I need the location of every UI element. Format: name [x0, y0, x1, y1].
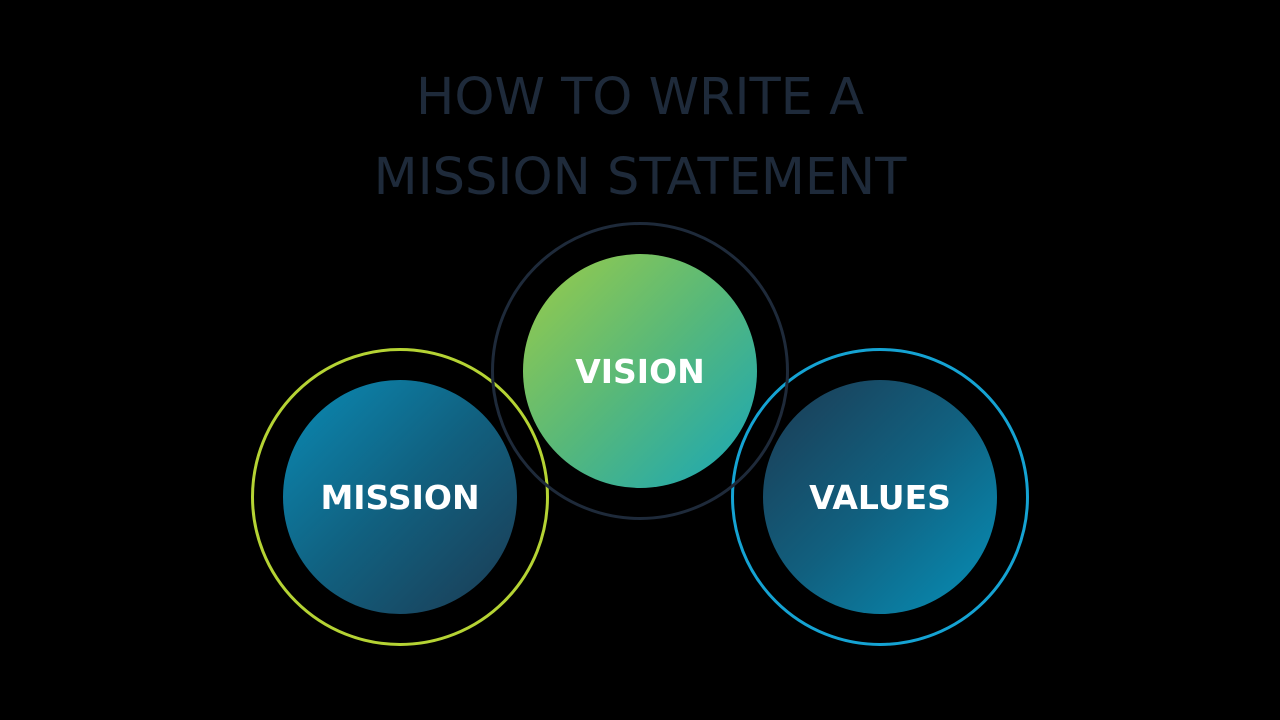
mission-outer-ring — [251, 348, 549, 646]
vision-circle: VISION — [523, 254, 757, 488]
values-outer-ring — [731, 348, 1029, 646]
values-circle: VALUES — [763, 380, 997, 614]
title-line-1: HOW TO WRITE A — [415, 68, 865, 127]
vision-label: VISION — [575, 351, 705, 391]
mission-label: MISSION — [320, 477, 480, 517]
vision-outer-ring — [491, 222, 789, 520]
values-label: VALUES — [809, 477, 951, 517]
title-line-2: MISSION STATEMENT — [373, 148, 907, 207]
mission-circle: MISSION — [283, 380, 517, 614]
page-title: HOW TO WRITE A MISSION STATEMENT — [0, 58, 1280, 218]
